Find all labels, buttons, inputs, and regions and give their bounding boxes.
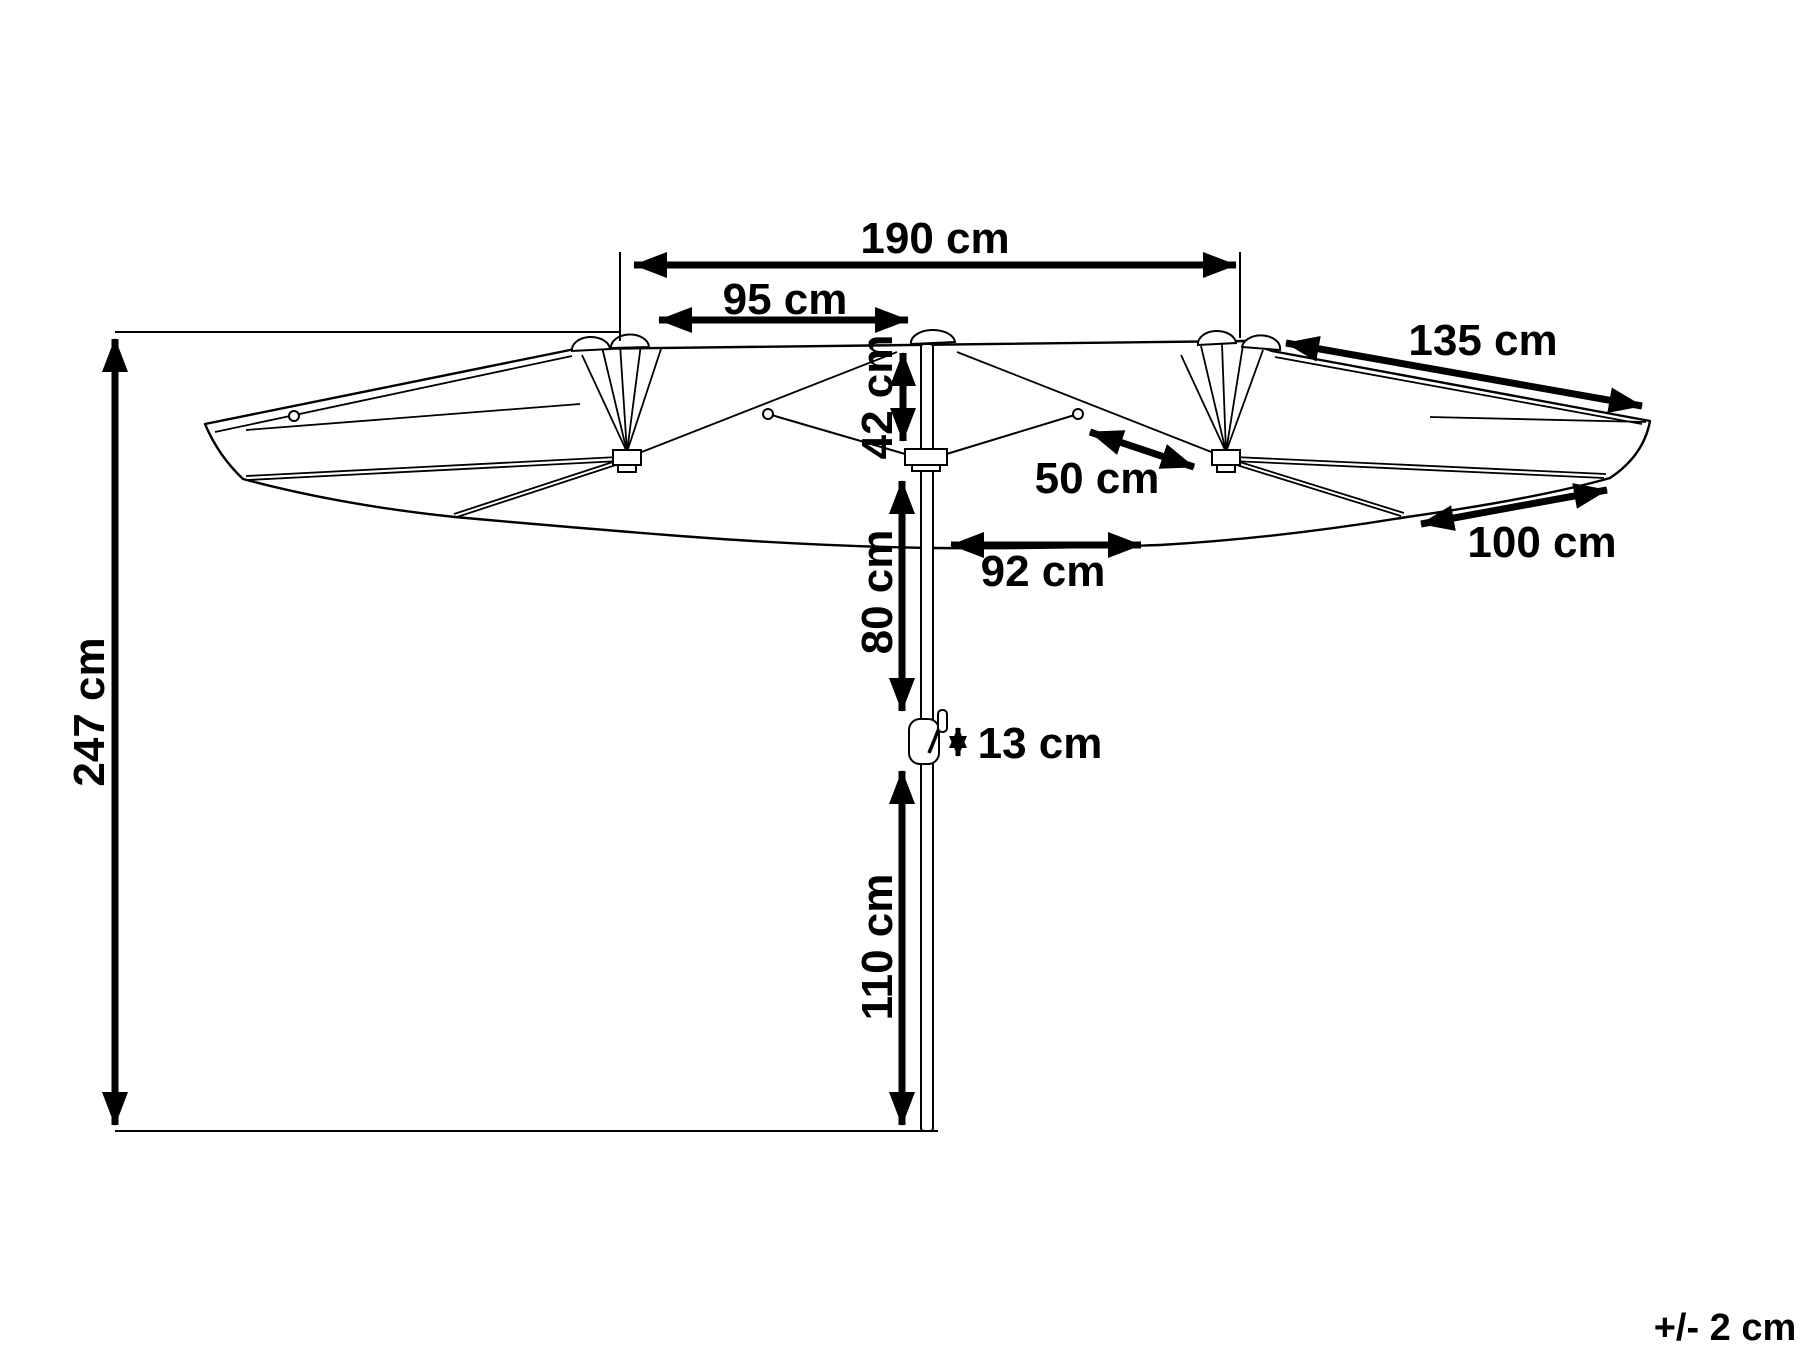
dim-13-label: 13 cm: [978, 719, 1103, 768]
dim-92-label: 92 cm: [981, 547, 1106, 596]
left-hub: [612, 449, 642, 473]
dim-247-label: 247 cm: [65, 637, 114, 786]
dimension-labels: 190 cm 95 cm 42 cm 80 cm 13 cm 110 cm 24…: [65, 214, 1796, 1349]
dim-95-label: 95 cm: [723, 275, 848, 324]
central-connector: [904, 448, 948, 472]
dim-80-label: 80 cm: [853, 530, 902, 655]
crank-handle: [908, 709, 948, 765]
right-hub: [1211, 449, 1241, 473]
right-struts: [1226, 456, 1607, 517]
center-struts: [767, 413, 1079, 457]
dim-135-label: 135 cm: [1408, 316, 1557, 365]
dim-110-label: 110 cm: [853, 874, 902, 1021]
tolerance-note: +/- 2 cm: [1654, 1307, 1797, 1349]
dim-100-arrow: [1420, 483, 1608, 531]
right-pivot-joint: [1072, 408, 1084, 420]
dim-42-label: 42 cm: [853, 335, 902, 460]
dim-100-label: 100 cm: [1467, 518, 1616, 567]
left-rib-joint: [288, 410, 300, 422]
left-rib-fan: [581, 343, 898, 456]
reference-lines: [115, 252, 1241, 1132]
dim-50-arrow: [1088, 428, 1196, 471]
umbrella-drawing: [203, 329, 1652, 1132]
dim-135-arrow: [1285, 335, 1643, 414]
dimension-arrows: [102, 252, 1643, 1126]
dim-50-label: 50 cm: [1035, 454, 1160, 503]
left-struts: [245, 456, 626, 518]
canopy-left-inner-edge: [214, 355, 573, 433]
dim-190-label: 190 cm: [860, 214, 1009, 263]
canopy-left-back-edge: [245, 403, 581, 431]
canopy-right-back-edge: [1429, 416, 1647, 423]
left-pivot-joint: [762, 408, 774, 420]
